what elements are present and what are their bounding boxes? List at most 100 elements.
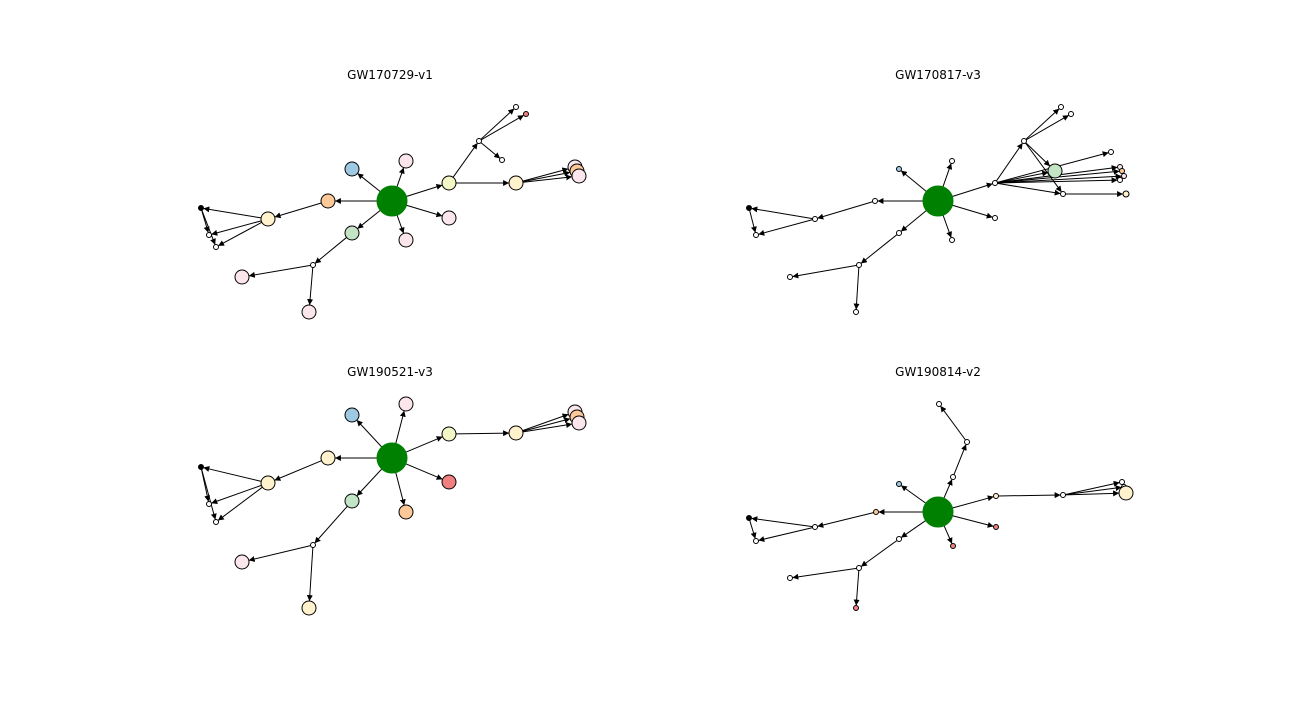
graph3-node bbox=[508, 425, 524, 441]
graph4-node bbox=[787, 575, 793, 581]
graph2-edge bbox=[900, 210, 927, 232]
graph2-node bbox=[1119, 168, 1125, 174]
graph1-edge bbox=[480, 142, 501, 159]
graph1-node bbox=[344, 225, 360, 241]
graph2-edge bbox=[942, 163, 953, 188]
graph1-edge bbox=[274, 202, 322, 219]
graph3-edge bbox=[522, 417, 571, 432]
graph1-edge bbox=[406, 184, 443, 197]
graph3-node bbox=[344, 407, 360, 423]
graph4-node bbox=[812, 524, 818, 530]
graph1-edge bbox=[314, 237, 347, 264]
graph3-node bbox=[234, 554, 250, 570]
graph1-node bbox=[441, 210, 457, 226]
graph1-edge bbox=[307, 267, 314, 306]
graph1-node bbox=[206, 232, 212, 238]
graph1-node bbox=[344, 161, 360, 177]
panel-title-1: GW170729-v1 bbox=[347, 68, 433, 82]
graph2-node bbox=[1021, 138, 1027, 144]
graph2-node bbox=[856, 262, 862, 268]
graph2-node bbox=[992, 215, 998, 221]
graph4-node bbox=[1118, 485, 1134, 501]
graph3-node bbox=[310, 542, 316, 548]
graph3-node bbox=[198, 464, 204, 470]
graph3-edge bbox=[395, 472, 406, 506]
graph3-node bbox=[441, 426, 457, 442]
graph3-edge bbox=[455, 430, 510, 437]
graph2-node bbox=[949, 237, 955, 243]
graph3-node bbox=[571, 415, 587, 431]
graph4-node bbox=[1060, 492, 1066, 498]
graph1-edge bbox=[211, 220, 262, 236]
graph4-node bbox=[950, 474, 956, 480]
graph2-node bbox=[896, 166, 902, 172]
graph2-node bbox=[787, 274, 793, 280]
graph1-node bbox=[508, 175, 524, 191]
graph2-edge bbox=[758, 219, 813, 236]
panel-title-2: GW170817-v3 bbox=[895, 68, 981, 82]
graph1-edge bbox=[248, 264, 311, 278]
graph2-edge bbox=[749, 210, 757, 233]
graph1-edge bbox=[357, 209, 381, 229]
graph4-edge bbox=[792, 567, 857, 580]
graph3-edge bbox=[356, 468, 383, 496]
graph1-edge bbox=[522, 174, 573, 183]
graph4-edge bbox=[1065, 490, 1120, 497]
graph1-node bbox=[398, 232, 414, 248]
graph2-node bbox=[1121, 173, 1127, 179]
graph3-edge bbox=[248, 545, 311, 562]
graph1-node bbox=[320, 193, 336, 209]
graph1-node bbox=[310, 262, 316, 268]
graph1-edge bbox=[203, 206, 262, 219]
graph4-edge bbox=[853, 570, 860, 606]
graph3-edge bbox=[274, 460, 322, 481]
graph4-node bbox=[993, 493, 999, 499]
graph4-edge bbox=[900, 520, 926, 538]
graph2-edge bbox=[900, 170, 927, 192]
panel-title-4: GW190814-v2 bbox=[895, 365, 981, 379]
graph3-node bbox=[260, 475, 276, 491]
graph2-edge bbox=[952, 204, 993, 219]
graph2-edge bbox=[997, 173, 1122, 184]
graph1-edge bbox=[218, 221, 263, 247]
graph4-edge bbox=[758, 527, 813, 542]
graph3-edge bbox=[217, 486, 263, 521]
graph2-node bbox=[1108, 149, 1114, 155]
graph2-edge bbox=[952, 182, 993, 197]
graph1-edge bbox=[406, 204, 443, 218]
graph1-edge bbox=[480, 108, 515, 140]
graph3-edge bbox=[395, 410, 406, 444]
graph1-node bbox=[523, 111, 529, 117]
graph2-node bbox=[753, 232, 759, 238]
graph1-edge bbox=[522, 170, 571, 183]
graph4-edge bbox=[943, 525, 953, 544]
graph1-node bbox=[571, 168, 587, 184]
graph1-edge bbox=[396, 167, 405, 188]
graph1-node bbox=[398, 153, 414, 169]
graph2-node bbox=[1060, 191, 1066, 197]
graph4-root-node bbox=[922, 496, 954, 528]
graph3-root-node bbox=[376, 442, 408, 474]
graph3-node bbox=[213, 519, 219, 525]
graph3-edge bbox=[356, 420, 383, 448]
graph2-edge bbox=[997, 177, 1118, 184]
graph4-edge bbox=[751, 516, 813, 528]
graph2-node bbox=[896, 230, 902, 236]
graph2-node bbox=[812, 216, 818, 222]
graph1-node bbox=[441, 175, 457, 191]
graph3-node bbox=[441, 474, 457, 490]
graph2-edge bbox=[942, 214, 952, 238]
graph2-edge bbox=[1025, 142, 1051, 167]
graph1-edge bbox=[480, 115, 524, 141]
graph4-node bbox=[873, 509, 879, 515]
graph2-edge bbox=[1025, 115, 1069, 141]
panel-title-3: GW190521-v3 bbox=[347, 365, 433, 379]
graph3-node bbox=[344, 493, 360, 509]
graph2-edge bbox=[1025, 142, 1062, 193]
graph2-node bbox=[1047, 163, 1063, 179]
graph1-node bbox=[476, 138, 482, 144]
graph2-node bbox=[1068, 111, 1074, 117]
graph1-edge bbox=[201, 210, 216, 245]
graph4-edge bbox=[900, 485, 927, 504]
graph3-node bbox=[206, 501, 212, 507]
